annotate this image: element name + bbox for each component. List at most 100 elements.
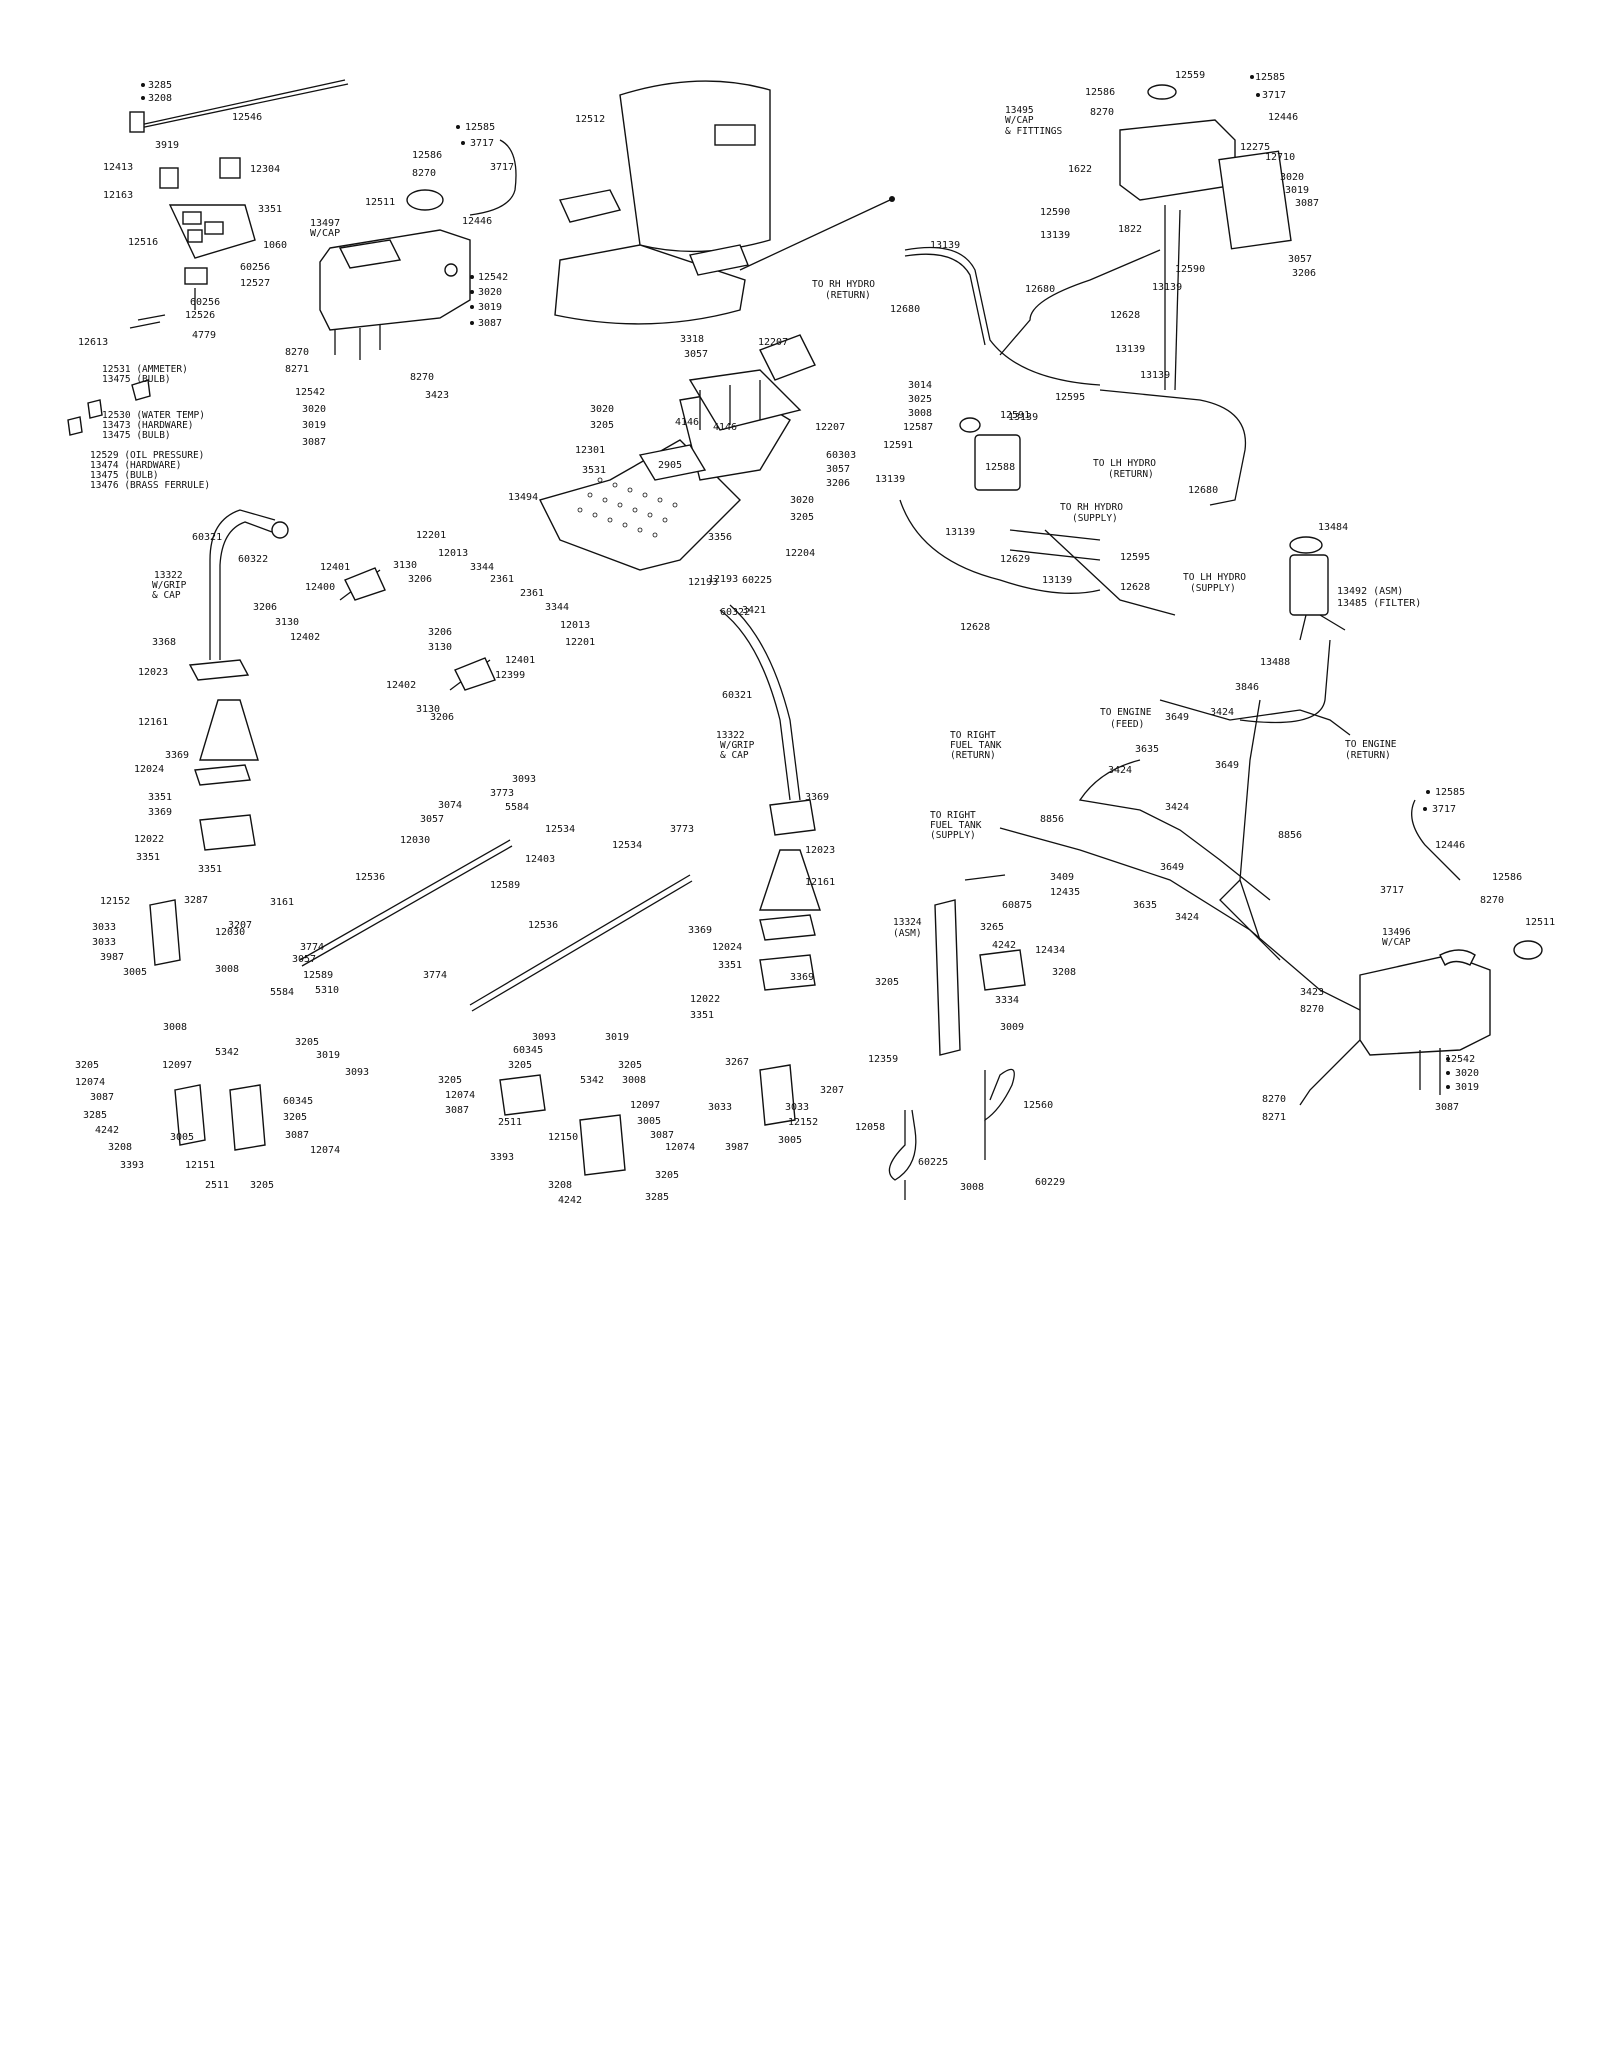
label: 13497 (310, 218, 340, 229)
label: 12402 (386, 680, 416, 691)
note: FUEL TANK (950, 740, 1002, 751)
label: 12013 (438, 548, 468, 559)
label: 4242 (558, 1195, 582, 1206)
label: 12023 (805, 845, 835, 856)
label: 12546 (232, 112, 262, 123)
label: 12628 (1120, 582, 1150, 593)
label: 12097 (162, 1060, 192, 1071)
label: 3208 (108, 1142, 132, 1153)
label: 4146 (675, 417, 699, 428)
label: 3649 (1160, 862, 1184, 873)
label: 3019 (478, 302, 502, 313)
label: 12023 (138, 667, 168, 678)
label: 12585 (1255, 72, 1285, 83)
label: 3649 (1215, 760, 1239, 771)
right-control-lever (719, 604, 821, 991)
label: 3020 (590, 404, 614, 415)
label: 13139 (875, 474, 905, 485)
label: 3208 (148, 93, 172, 104)
label: 12613 (78, 337, 108, 348)
label: 3093 (512, 774, 536, 785)
label: 12074 (665, 1142, 695, 1153)
label: 3087 (445, 1105, 469, 1116)
label: 3033 (708, 1102, 732, 1113)
label: 3773 (490, 788, 514, 799)
note: (RETURN) (950, 750, 996, 761)
note: & CAP (152, 590, 181, 601)
label: 12022 (690, 994, 720, 1005)
label: 3774 (423, 970, 447, 981)
label: 12161 (138, 717, 168, 728)
label: 12435 (1050, 887, 1080, 898)
label: 3205 (875, 977, 899, 988)
label: 8271 (1262, 1112, 1286, 1123)
label: 3318 (680, 334, 704, 345)
label: 3344 (470, 562, 494, 573)
label: W/CAP (310, 228, 340, 239)
label: 3351 (258, 204, 282, 215)
note: 13322 (716, 730, 745, 741)
throttle-cable-group (129, 79, 349, 133)
label: 3057 (1288, 254, 1312, 265)
label: 5342 (580, 1075, 604, 1086)
label: 13485 (FILTER) (1337, 598, 1421, 609)
label: 3423 (1300, 987, 1324, 998)
label: 13139 (1008, 412, 1038, 423)
label: 3393 (490, 1152, 514, 1163)
label: 3019 (605, 1032, 629, 1043)
label: 3057 (684, 349, 708, 360)
label: 12628 (960, 622, 990, 633)
label: 3334 (995, 995, 1019, 1006)
label: 2361 (490, 574, 514, 585)
label: 12511 (365, 197, 395, 208)
label: 2361 (520, 588, 544, 599)
label: 3369 (805, 792, 829, 803)
label: 13139 (945, 527, 975, 538)
seat (554, 80, 895, 325)
label: 12590 (1175, 264, 1205, 275)
label: 3005 (170, 1132, 194, 1143)
label: 4242 (992, 940, 1016, 951)
fuel-lines (999, 639, 1381, 1021)
label: 12193 (688, 577, 718, 588)
label: 60321 (722, 690, 752, 701)
label: 60322 (720, 607, 750, 618)
label: 8270 (1262, 1094, 1286, 1105)
label: 3019 (316, 1050, 340, 1061)
label: 60321 (192, 532, 222, 543)
label: 3774 (300, 942, 324, 953)
label: 12058 (855, 1122, 885, 1133)
label: 3717 (1380, 885, 1404, 896)
label: 3635 (1135, 744, 1159, 755)
label: 12402 (290, 632, 320, 643)
left-control-lever (188, 509, 289, 851)
label: 3008 (960, 1182, 984, 1193)
label: 12629 (1000, 554, 1030, 565)
label: 3033 (785, 1102, 809, 1113)
label: 3020 (302, 404, 326, 415)
label: 3205 (295, 1037, 319, 1048)
note: TO LH HYDRO (1093, 458, 1156, 469)
note: 13474 (HARDWARE) (90, 460, 182, 471)
label: 3005 (123, 967, 147, 978)
operator-platform (538, 334, 816, 571)
label: 12024 (134, 764, 164, 775)
label: 12586 (412, 150, 442, 161)
label: 12680 (890, 304, 920, 315)
label: 8856 (1278, 830, 1302, 841)
label: 3987 (100, 952, 124, 963)
right-fuel-tank (1299, 799, 1543, 1106)
label: 12150 (548, 1132, 578, 1143)
label: 12097 (630, 1100, 660, 1111)
label: 3205 (508, 1060, 532, 1071)
label: 12413 (103, 162, 133, 173)
label: 12399 (495, 670, 525, 681)
label: 3717 (470, 138, 494, 149)
note: TO RH HYDRO (1060, 502, 1123, 513)
label: 13139 (1152, 282, 1182, 293)
label: 3074 (438, 800, 462, 811)
label: 4242 (95, 1125, 119, 1136)
label: 3087 (90, 1092, 114, 1103)
label: 3008 (163, 1022, 187, 1033)
label: 3351 (198, 864, 222, 875)
